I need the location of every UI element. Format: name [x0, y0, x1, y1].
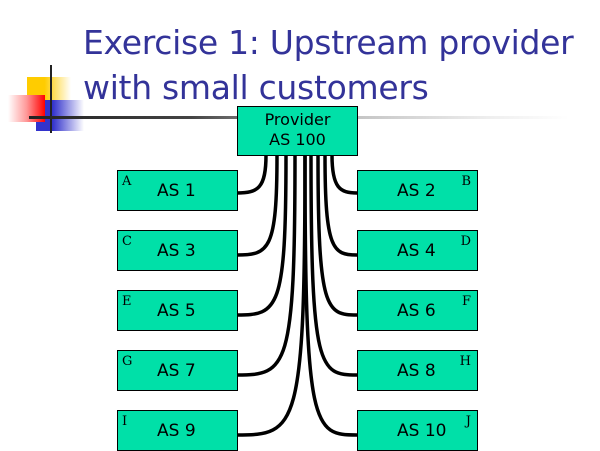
customer-corner-letter: E	[122, 294, 132, 309]
customer-as-label: AS 7	[157, 361, 196, 381]
customer-corner-letter: I	[122, 414, 128, 429]
customer-corner-letter: C	[122, 234, 132, 249]
link-provider-to-a	[236, 154, 268, 195]
slide-title: Exercise 1: Upstream provider with small…	[83, 20, 593, 110]
customer-as-label: AS 10	[397, 421, 447, 441]
customer-as-label: AS 9	[157, 421, 196, 441]
link-provider-to-h	[309, 154, 358, 377]
customer-box-a: A AS 1	[117, 170, 238, 211]
provider-label: Provider	[264, 110, 331, 129]
customer-box-c: C AS 3	[117, 230, 238, 271]
slide-logo-decoration	[0, 60, 90, 140]
customer-box-f: F AS 6	[357, 290, 478, 331]
customer-corner-letter: D	[460, 234, 471, 249]
customer-box-e: E AS 5	[117, 290, 238, 331]
customer-box-i: I AS 9	[117, 410, 238, 451]
customer-as-label: AS 4	[397, 241, 436, 261]
customer-box-j: J AS 10	[357, 410, 478, 451]
provider-as-number: AS 100	[269, 130, 326, 149]
customer-as-label: AS 3	[157, 241, 196, 261]
customer-box-h: H AS 8	[357, 350, 478, 391]
customer-as-label: AS 5	[157, 301, 196, 321]
customer-corner-letter: J	[465, 414, 471, 429]
customer-corner-letter: G	[122, 354, 133, 369]
customer-as-label: AS 6	[397, 301, 436, 321]
logo-vertical-line	[50, 65, 52, 133]
link-provider-to-c	[236, 154, 279, 257]
customer-corner-letter: B	[461, 174, 471, 189]
customer-box-d: D AS 4	[357, 230, 478, 271]
customer-corner-letter: A	[122, 174, 132, 189]
link-provider-to-b	[330, 154, 358, 195]
provider-box: Provider AS 100	[237, 106, 358, 156]
customer-as-label: AS 2	[397, 181, 436, 201]
link-provider-to-j	[303, 154, 358, 437]
slide-title-line-1: Exercise 1: Upstream provider	[83, 23, 574, 62]
link-provider-to-e	[236, 154, 288, 317]
customer-box-g: G AS 7	[117, 350, 238, 391]
link-provider-to-g	[236, 154, 297, 377]
slide-title-line-2: with small customers	[83, 68, 429, 107]
link-provider-to-d	[323, 154, 358, 257]
customer-corner-letter: F	[461, 294, 471, 309]
customer-as-label: AS 1	[157, 181, 196, 201]
customer-corner-letter: H	[459, 354, 471, 369]
customer-as-label: AS 8	[397, 361, 436, 381]
link-provider-to-f	[316, 154, 358, 317]
customer-box-b: B AS 2	[357, 170, 478, 211]
